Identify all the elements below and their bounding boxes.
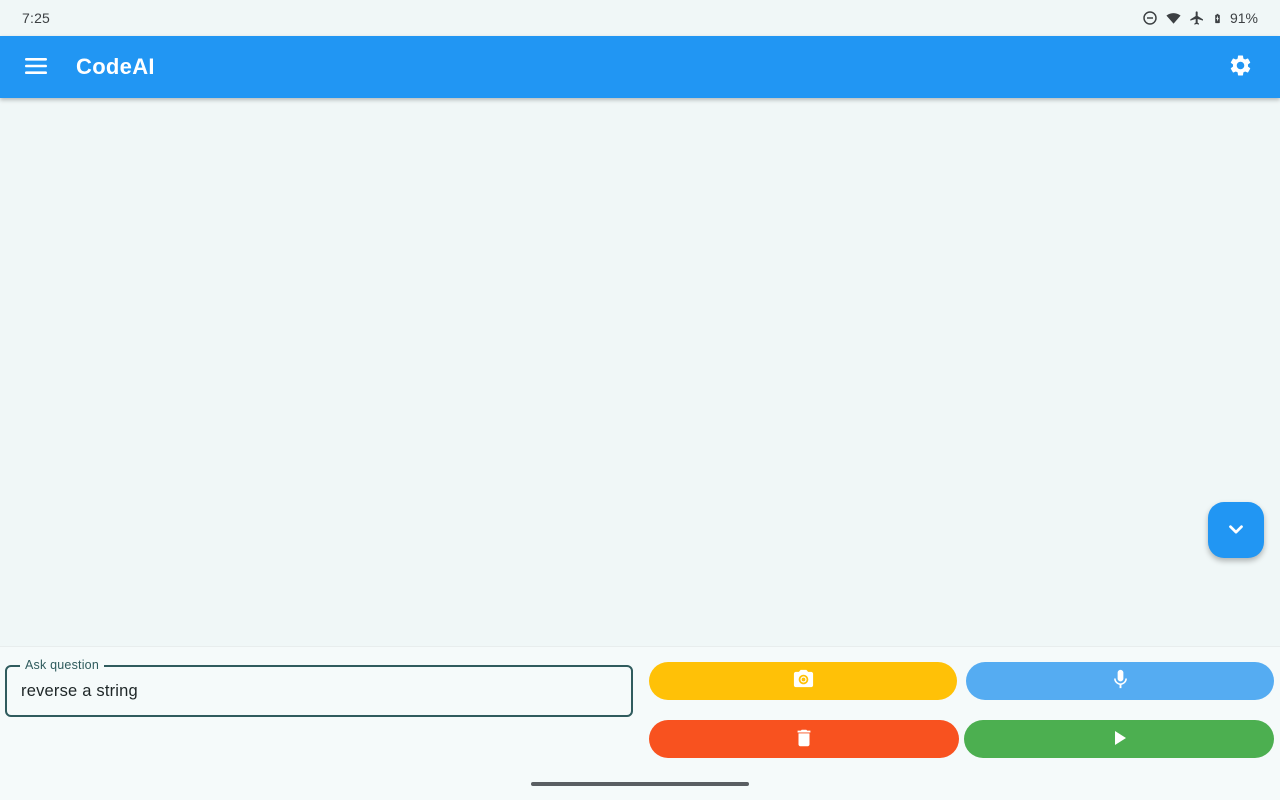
battery-charging-icon xyxy=(1212,10,1223,27)
clear-button[interactable] xyxy=(649,720,959,758)
scroll-to-bottom-fab[interactable] xyxy=(1208,502,1264,558)
bottom-input-panel: Ask question xyxy=(0,646,1280,800)
ask-question-input[interactable] xyxy=(7,667,631,715)
camera-button[interactable] xyxy=(649,662,957,700)
run-button[interactable] xyxy=(964,720,1274,758)
status-icons: 91% xyxy=(1142,10,1258,27)
microphone-icon xyxy=(1109,668,1132,694)
camera-icon xyxy=(792,668,815,694)
gear-icon xyxy=(1228,53,1253,81)
airplane-mode-icon xyxy=(1189,10,1205,26)
hamburger-menu-button[interactable] xyxy=(16,47,56,87)
do-not-disturb-icon xyxy=(1142,10,1158,26)
app-bar: CodeAI xyxy=(0,36,1280,98)
status-bar: 7:25 91% xyxy=(0,0,1280,36)
hamburger-menu-icon xyxy=(25,57,47,77)
trash-icon xyxy=(793,727,815,752)
settings-button[interactable] xyxy=(1218,45,1262,89)
home-gesture-bar[interactable] xyxy=(531,782,749,786)
wifi-icon xyxy=(1165,11,1182,26)
chat-content-area xyxy=(0,98,1280,646)
page-title: CodeAI xyxy=(76,54,155,79)
ask-question-label: Ask question xyxy=(20,658,104,672)
status-clock: 7:25 xyxy=(22,10,51,26)
chevron-down-icon xyxy=(1225,518,1247,543)
play-icon xyxy=(1107,726,1131,753)
ask-question-field: Ask question xyxy=(5,658,633,717)
microphone-button[interactable] xyxy=(966,662,1274,700)
battery-percent-label: 91% xyxy=(1229,10,1258,26)
